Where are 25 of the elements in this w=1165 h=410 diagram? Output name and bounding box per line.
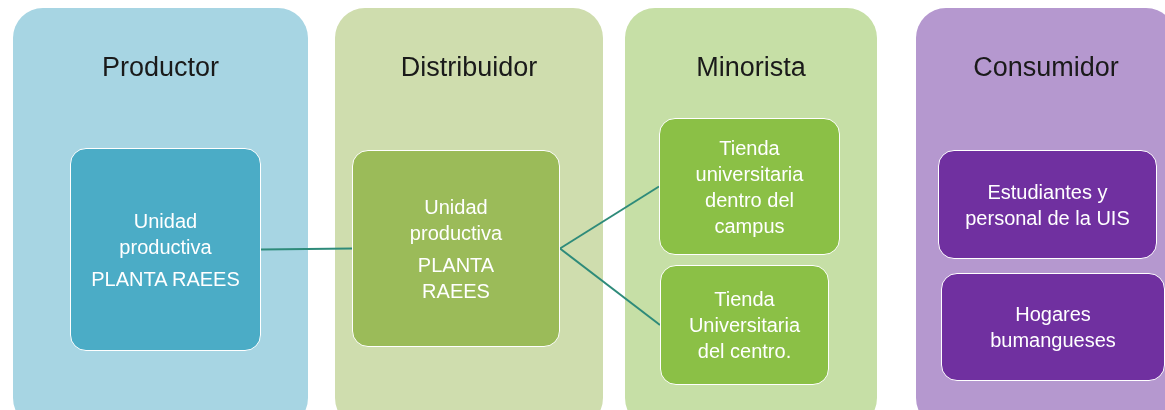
connector-line: [260, 247, 353, 251]
stage-heading: Distribuidor: [400, 52, 538, 83]
connector-line: [559, 185, 660, 250]
entity-box: [659, 118, 840, 255]
entity-box: [660, 265, 829, 385]
entity-box: [941, 273, 1165, 381]
stage-heading: Minorista: [696, 52, 806, 83]
entity-label: Unidad productiva: [408, 194, 504, 246]
entity-box: [938, 150, 1157, 259]
stage-heading: Productor: [101, 52, 220, 83]
stage-panel: [625, 8, 877, 410]
entity-label: Hogares bumangueses: [989, 302, 1117, 353]
stage-heading: Consumidor: [973, 52, 1119, 83]
connector-line: [559, 247, 661, 326]
entity-label: Unidad productiva: [118, 208, 213, 260]
stage-panel: [916, 8, 1165, 410]
entity-label: Estudiantes y personal de la UIS: [964, 179, 1131, 231]
entity-label: PLANTA RAEES: [416, 252, 496, 304]
stage-panel: [335, 8, 603, 410]
entity-label: Tienda Universitaria del centro.: [687, 287, 802, 364]
entity-label: Tienda universitaria dentro del campus: [694, 135, 805, 239]
entity-box: [70, 148, 261, 351]
stage-panel: [13, 8, 308, 410]
entity-label: PLANTA RAEES: [91, 266, 240, 292]
entity-box: [352, 150, 560, 347]
